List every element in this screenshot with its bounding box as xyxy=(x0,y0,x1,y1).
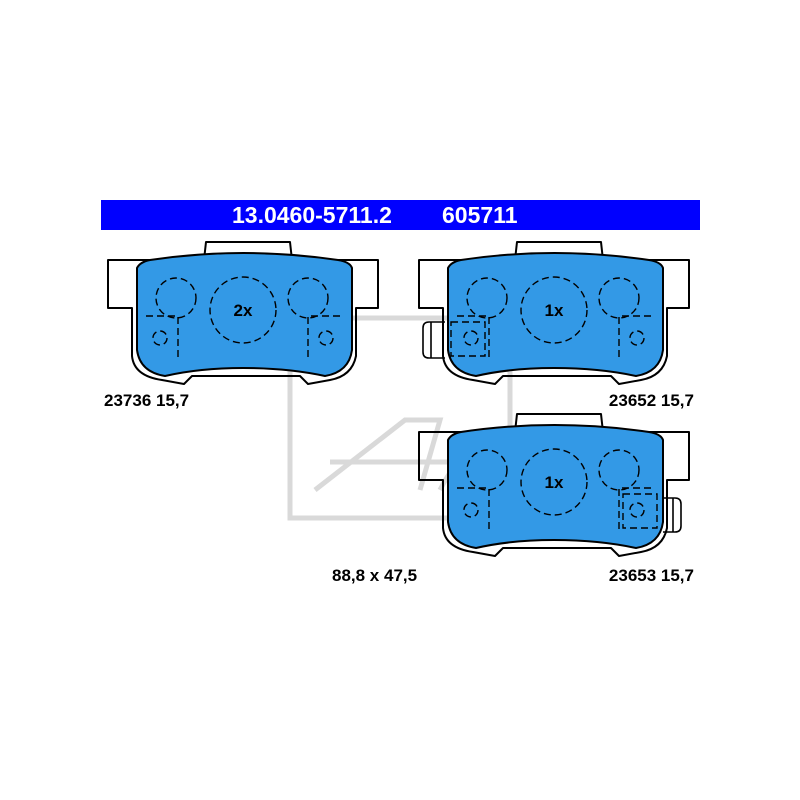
pad-label-23652: 23652 15,7 xyxy=(609,391,694,410)
pad-quantity: 1x xyxy=(545,473,564,492)
brake-pad-23736: 2x xyxy=(107,241,379,385)
part-number: 13.0460-5711.2 xyxy=(232,202,392,228)
pad-label-23653: 23653 15,7 xyxy=(609,566,694,585)
pad-quantity: 2x xyxy=(234,301,253,320)
wear-sensor-icon xyxy=(422,321,486,359)
short-part-number: 605711 xyxy=(442,202,518,228)
part-number-banner: 13.0460-5711.2 605711 xyxy=(101,200,700,230)
pad-dimensions: 88,8 x 47,5 xyxy=(332,566,417,585)
pad-label-23736: 23736 15,7 xyxy=(104,391,189,410)
wear-sensor-icon xyxy=(622,493,682,533)
brake-pad-23653: 1x xyxy=(418,413,690,557)
brake-pad-23652: 1x xyxy=(418,241,690,385)
pad-quantity: 1x xyxy=(545,301,564,320)
